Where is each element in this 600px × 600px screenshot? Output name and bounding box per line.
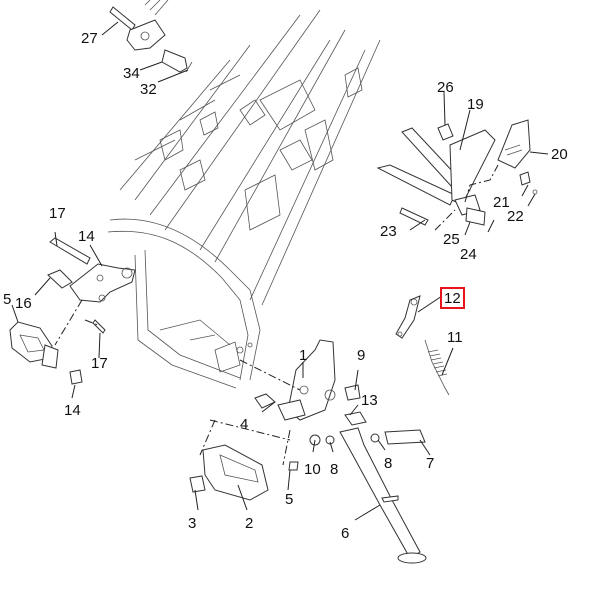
callout-13[interactable]: 13	[361, 392, 378, 409]
callout-26[interactable]: 25	[443, 231, 460, 248]
callout-22[interactable]: 21	[493, 194, 510, 211]
callout-21[interactable]: 20	[551, 146, 568, 163]
callout-6[interactable]: 6	[341, 525, 350, 542]
side-stand-lever-and-spring	[395, 295, 454, 396]
callout-8-inner[interactable]: 8	[330, 461, 339, 478]
callout-27[interactable]: 26	[437, 79, 454, 96]
callout-16[interactable]: 14	[64, 402, 81, 419]
callout-8-outer[interactable]: 8	[384, 455, 393, 472]
callout-23[interactable]: 22	[507, 208, 524, 225]
callout-34[interactable]: 34	[123, 65, 140, 82]
callout-32[interactable]: 27	[81, 30, 98, 47]
callout-3[interactable]: 3	[188, 515, 197, 532]
callout-20[interactable]: 19	[467, 96, 484, 113]
callout-19[interactable]: 17	[49, 205, 66, 222]
callout-11[interactable]: 11	[447, 329, 463, 346]
callout-17[interactable]: 16	[15, 295, 32, 312]
footrest-bracket-group	[189, 339, 431, 564]
right-footrest-group	[376, 91, 549, 236]
callout-2[interactable]: 2	[245, 515, 254, 532]
frame	[107, 9, 381, 389]
callout-18[interactable]: 17	[91, 355, 108, 372]
callout-5-left[interactable]: 5	[3, 291, 12, 308]
callout-7[interactable]: 7	[426, 455, 435, 472]
callout-33[interactable]: 32	[140, 81, 157, 98]
callout-5-lower[interactable]: 5	[285, 491, 294, 508]
callout-9[interactable]: 9	[357, 347, 366, 364]
callout-14[interactable]: 14	[78, 228, 95, 245]
rear-footrest-upper	[101, 0, 193, 83]
left-footrest-group	[9, 231, 136, 399]
callout-4[interactable]: 4	[240, 416, 249, 433]
callout-10[interactable]: 10	[304, 461, 321, 478]
callout-25[interactable]: 24	[460, 246, 477, 263]
callout-24[interactable]: 23	[380, 223, 397, 240]
callout-12-highlighted[interactable]: 12	[440, 287, 465, 309]
callout-1[interactable]: 1	[299, 347, 308, 364]
